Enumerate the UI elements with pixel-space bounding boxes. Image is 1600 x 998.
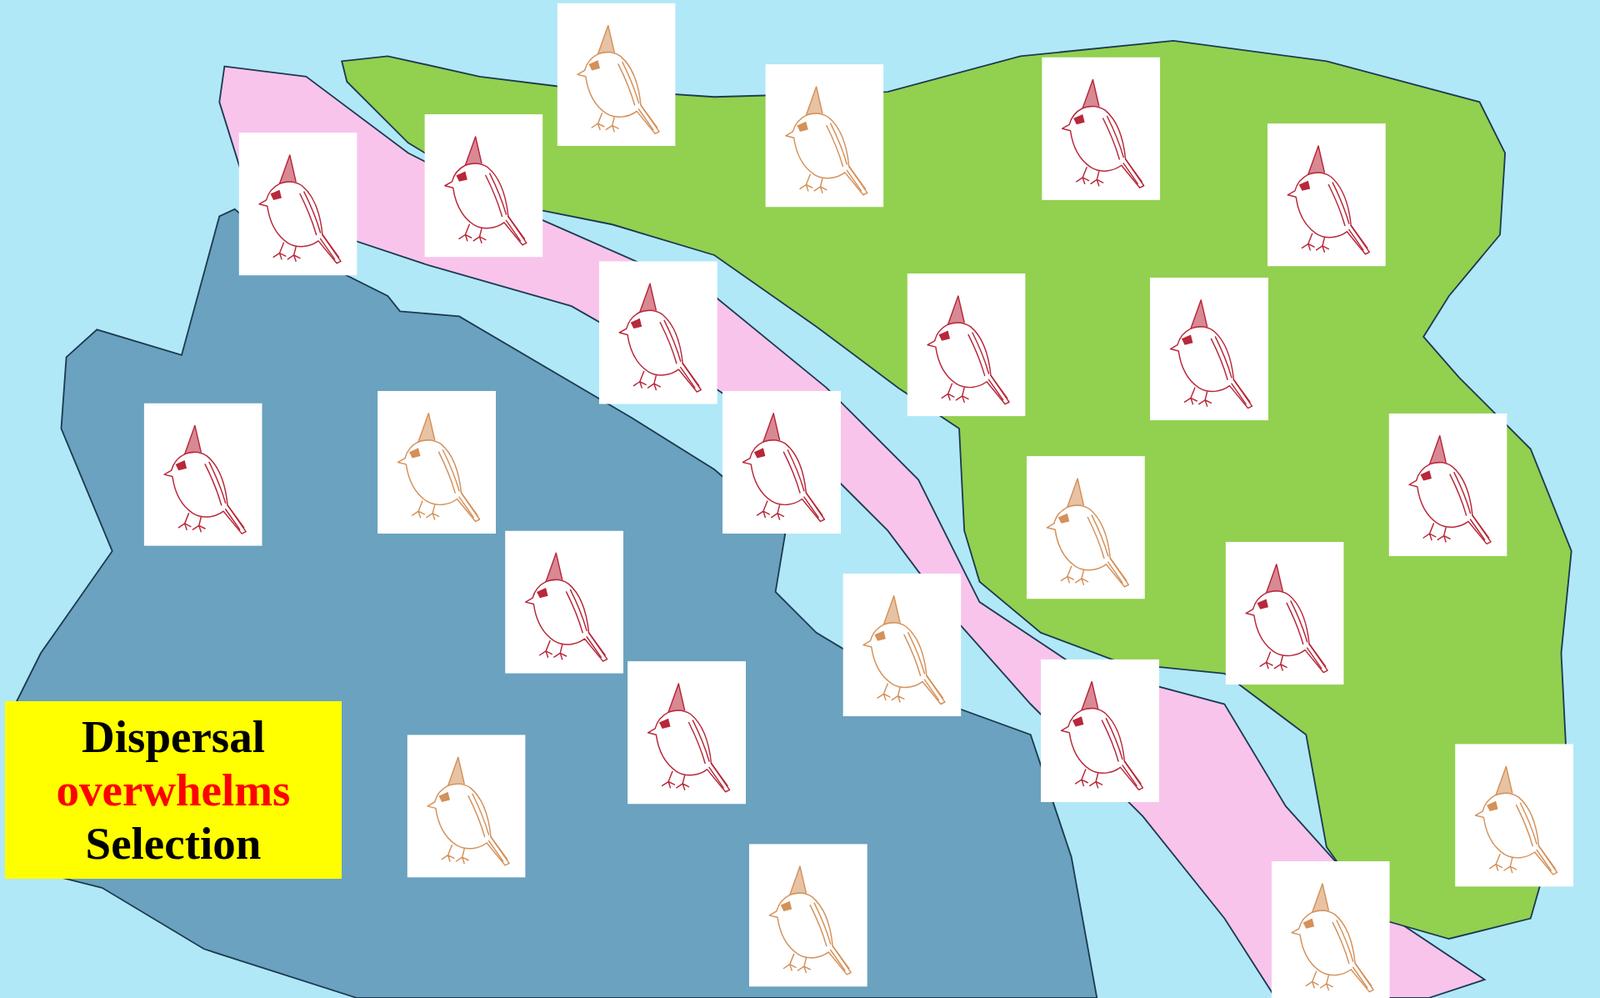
pale-bird	[765, 64, 884, 207]
red-bird	[239, 132, 358, 275]
caption-box: DispersaloverwhelmsSelection	[5, 700, 342, 879]
red-bird	[907, 273, 1026, 416]
red-bird	[722, 390, 841, 534]
red-bird	[599, 260, 718, 404]
red-bird	[1267, 123, 1386, 266]
pale-bird	[1271, 860, 1390, 998]
caption-line: Dispersal	[81, 710, 265, 764]
red-bird	[505, 530, 624, 673]
red-bird	[1150, 277, 1269, 420]
red-bird	[1225, 541, 1345, 685]
pale-bird	[1455, 743, 1574, 886]
blue-region	[10, 209, 1097, 998]
birds	[144, 3, 1575, 998]
red-bird	[1040, 659, 1160, 802]
pale-bird	[557, 3, 676, 146]
red-bird	[627, 660, 746, 804]
pale-bird	[842, 573, 961, 716]
pale-bird	[749, 843, 868, 986]
pale-bird	[1026, 455, 1145, 599]
green-region	[341, 40, 1572, 939]
pale-bird	[407, 734, 526, 877]
red-bird	[424, 114, 543, 257]
pale-bird	[377, 390, 496, 534]
red-bird	[144, 402, 263, 545]
red-bird	[1389, 413, 1508, 556]
caption-line: overwhelms	[55, 763, 290, 817]
caption-line: Selection	[85, 816, 262, 870]
red-bird	[1041, 57, 1160, 200]
